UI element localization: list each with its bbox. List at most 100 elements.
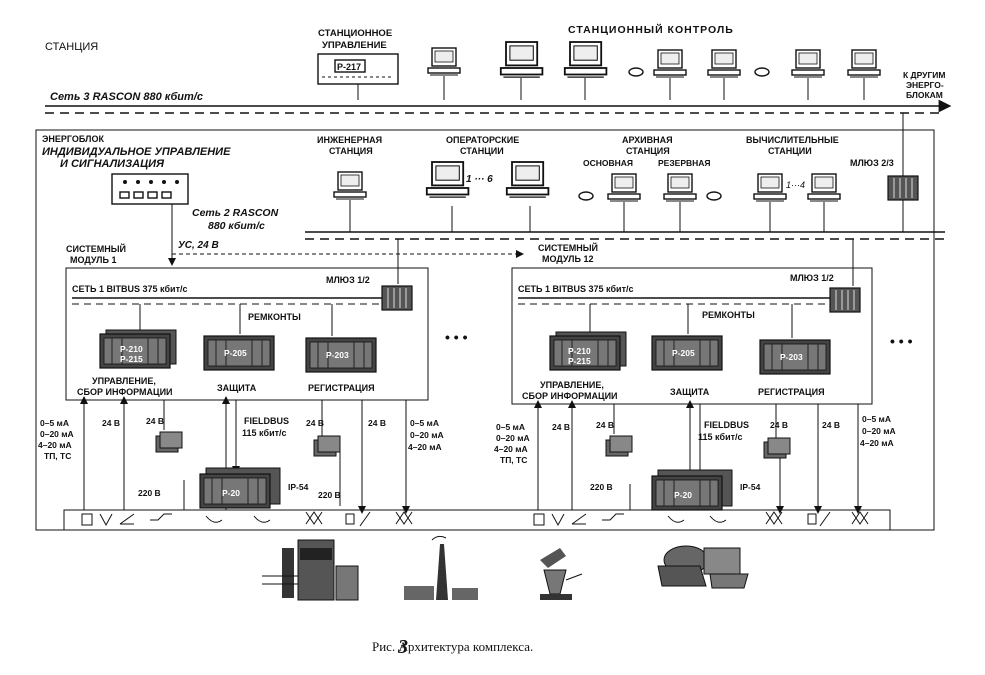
system-module-12-title-2: МОДУЛЬ 12 [542,254,593,264]
p215-label-b: Р-215 [568,356,591,366]
fieldbus-label-b-1: FIELDBUS [704,420,749,430]
p210-label-b: Р-210 [568,346,591,356]
ip54-label-a: IP-54 [288,482,309,492]
station-monitoring-title: СТАНЦИОННЫЙ КОНТРОЛЬ [568,23,734,36]
p205-label-a: Р-205 [224,348,247,358]
p205-rack-a: Р-205 [203,335,275,371]
network-2-drops [349,200,825,232]
chimney-illustration [404,535,478,600]
v24-label-a4: 24 В [368,418,386,428]
signal-range-a-6: 0–20 мА [410,430,444,440]
p210-label-a: Р-210 [120,344,143,354]
ellipsis-right: • • • [890,333,913,349]
operator-stations-title-2: СТАНЦИИ [460,146,504,156]
p205-label-b: Р-205 [672,348,695,358]
p203-rack-b: Р-203 [759,339,831,375]
sensor-symbols-right [533,511,869,527]
system-module-1-title-1: СИСТЕМНЫЙ [66,243,126,254]
signal-range-a-3: 4–20 мА [38,440,72,450]
control-label-b-2: СБОР ИНФОРМАЦИИ [522,391,618,401]
station-label: СТАНЦИЯ [45,41,98,53]
boiler-illustration [262,539,359,601]
archive-main-label: ОСНОВНАЯ [583,158,633,168]
figure-number: 3 [397,636,408,658]
gateway-1-2-label-b: МЛЮЗ 1/2 [790,273,834,283]
v24-label-b2: 24 В [596,420,614,430]
station-control-device-label: Р-217 [337,62,361,72]
engineering-station-title-2: СТАНЦИЯ [329,146,373,156]
archive-reserve-label: РЕЗЕРВНАЯ [658,158,711,168]
to-other-units-3: БЛОКАМ [906,90,943,100]
compute-stations-title-1: ВЫЧИСЛИТЕЛЬНЫЕ [746,135,839,145]
p215-label-a: Р-215 [120,354,143,364]
signal-range-b-5: 0–5 мА [862,414,891,424]
v24-label-a3: 24 В [306,418,324,428]
network-2-bus [305,231,945,240]
v24-label-a1: 24 В [102,418,120,428]
station-drops [357,76,865,100]
turbine-illustration [657,545,749,589]
fieldbus-label-b-2: 115 кбит/с [698,432,743,442]
protection-label-b: ЗАЩИТА [670,387,710,397]
field-links-right [534,400,862,514]
network-3-label: Сеть 3 RASCON 880 кбит/с [50,91,203,103]
ip54-label-b: IP-54 [740,482,761,492]
sensor-symbols-left [81,511,413,527]
signal-range-b-2: 0–20 мА [496,433,530,443]
network-2-label-1: Сеть 2 RASCON [192,207,279,219]
v24-label-b1: 24 В [552,422,570,432]
to-other-units-1: К ДРУГИМ [903,70,945,80]
gateway-1-2-label-a: МЛЮЗ 1/2 [326,275,370,285]
operator-stations-title-1: ОПЕРАТОРСКИЕ [446,135,519,145]
p205-rack-b: Р-205 [651,335,723,371]
v24-label-a2: 24 В [146,416,164,426]
p203-rack-a: Р-203 [305,337,377,373]
operator-range: 1 ··· 6 [466,174,493,185]
control-label-b-1: УПРАВЛЕНИЕ, [540,380,604,390]
compute-stations-title-2: СТАНЦИИ [768,146,812,156]
us-24v-label: УС, 24 В [178,240,219,251]
signal-range-a-4: ТП, ТС [44,451,71,461]
remkont-label-b: РЕМКОНТЫ [702,310,755,320]
p20-label-a: Р-20 [222,488,240,498]
power-unit-title: ЭНЕРГОБЛОК [42,134,104,144]
v220-label-a: 220 В [138,488,161,498]
p210-rack-b: Р-210 Р-215 [549,331,627,371]
p20-rack-a: Р-20 [199,467,281,509]
network-2-label-2: 880 кбит/с [208,220,265,232]
remkont-label-a: РЕМКОНТЫ [248,312,301,322]
registration-label-b: РЕГИСТРАЦИЯ [758,387,825,397]
signal-range-b-1: 0–5 мА [496,422,525,432]
station-control-title-1: СТАНЦИОННОЕ [318,28,392,39]
registration-label-a: РЕГИСТРАЦИЯ [308,383,375,393]
p203-label-b: Р-203 [780,352,803,362]
station-workstation-icons [427,41,881,79]
p20-label-b: Р-20 [674,490,692,500]
signal-range-a-1: 0–5 мА [40,418,69,428]
fieldbus-label-a-1: FIELDBUS [244,416,289,426]
protection-label-a: ЗАЩИТА [217,383,257,393]
archive-station-title-2: СТАНЦИЯ [626,146,670,156]
p203-label-a: Р-203 [326,350,349,360]
station-control-panel: Р-217 [317,53,399,85]
field-links-left [80,396,410,514]
p210-rack-a: Р-210 Р-215 [99,329,177,369]
ellipsis-middle: • • • [445,329,468,345]
signal-range-b-7: 4–20 мА [860,438,894,448]
local-control-title-2: И СИГНАЛИЗАЦИЯ [60,158,165,170]
to-other-units-2: ЭНЕРГО- [906,80,944,90]
signal-range-a-5: 0–5 мА [410,418,439,428]
network-1-label-b: СЕТЬ 1 BITBUS 375 кбит/с [518,284,634,294]
gateway-2-3-label: МЛЮЗ 2/3 [850,158,894,168]
control-label-a-1: УПРАВЛЕНИЕ, [92,376,156,386]
figure-caption: Рис. Архитектура комплекса. [372,639,533,654]
signal-range-b-3: 4–20 мА [494,444,528,454]
local-control-title-1: ИНДИВИДУАЛЬНОЕ УПРАВЛЕНИЕ [42,146,231,158]
station-control-title-2: УПРАВЛЕНИЕ [322,40,387,51]
v24-label-b3: 24 В [770,420,788,430]
v220-label-a2: 220 В [318,490,341,500]
network-3-bus [45,99,952,114]
compute-range: 1···4 [786,180,805,190]
system-module-1-frame [65,267,429,401]
